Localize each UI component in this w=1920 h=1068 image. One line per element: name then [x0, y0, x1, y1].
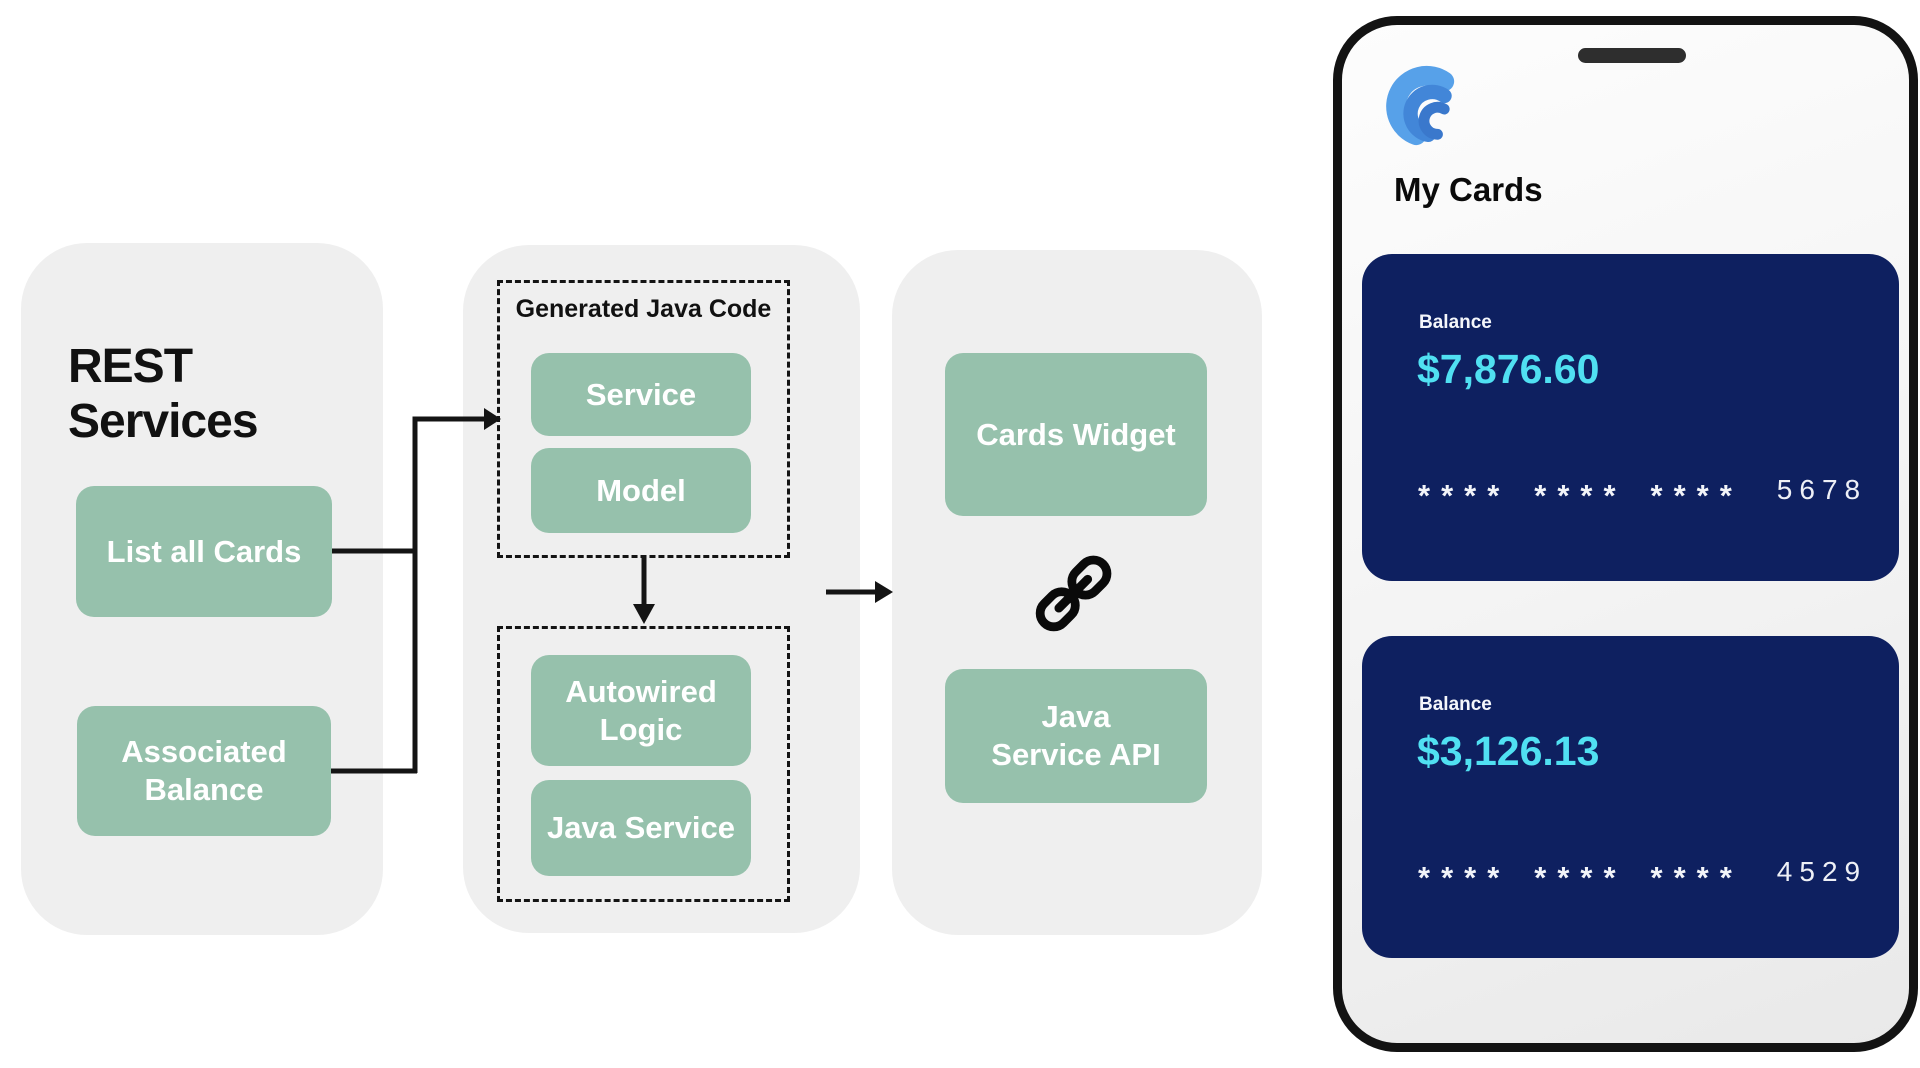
node-cards-widget-label: Cards Widget	[976, 416, 1176, 452]
node-list-all-cards-label: List all Cards	[106, 533, 302, 569]
rest-services-panel: REST Services List all Cards Associated …	[21, 243, 383, 935]
card-2-last-digits: 4529	[1776, 856, 1868, 887]
generated-java-code-group: Generated Java Code Service Model	[497, 280, 790, 558]
codegen-panel: Generated Java Code Service Model Autowi…	[463, 245, 860, 933]
card-2-mask-group-2: ****	[1534, 860, 1627, 895]
node-autowired-logic: Autowired Logic	[531, 655, 751, 766]
card-2-mask-group-1: ****	[1418, 860, 1511, 895]
phone-mockup: My Cards Balance $7,876.60 **** **** ***…	[1333, 16, 1918, 1052]
card-2-number: **** **** **** 4529	[1418, 854, 1868, 895]
node-service-label: Service	[585, 376, 697, 412]
node-java-service-api: Java Service API	[945, 669, 1207, 803]
bank-card-1[interactable]: Balance $7,876.60 **** **** **** 5678	[1362, 254, 1899, 581]
app-title: My Cards	[1394, 171, 1543, 208]
card-1-mask-group-3: ****	[1650, 478, 1743, 513]
node-java-service-api-label: Java Service API	[991, 699, 1161, 772]
node-list-all-cards: List all Cards	[76, 486, 332, 617]
phone-notch	[1578, 48, 1686, 63]
rest-services-title: REST Services	[68, 340, 259, 448]
arrowhead-into-widget	[875, 581, 893, 603]
wave-logo-icon	[1386, 65, 1455, 146]
node-autowired-logic-label: Autowired Logic	[565, 673, 717, 747]
node-service: Service	[531, 353, 751, 436]
bank-card-2[interactable]: Balance $3,126.13 **** **** **** 4529	[1362, 636, 1899, 958]
node-cards-widget: Cards Widget	[945, 353, 1207, 516]
card-1-number: **** **** **** 5678	[1418, 472, 1868, 513]
node-associated-balance: Associated Balance	[77, 706, 331, 836]
node-associated-balance-label: Associated Balance	[121, 734, 287, 807]
card-1-mask-group-2: ****	[1534, 478, 1627, 513]
card-1-mask-group-1: ****	[1418, 478, 1511, 513]
node-java-service: Java Service	[531, 780, 751, 876]
card-2-balance-amount: $3,126.13	[1417, 728, 1600, 774]
node-model-label: Model	[596, 472, 686, 508]
card-1-last-digits: 5678	[1776, 474, 1868, 505]
card-2-balance-label: Balance	[1419, 694, 1492, 715]
node-model: Model	[531, 448, 751, 533]
chain-link-icon	[1035, 555, 1112, 632]
generated-java-code-title: Generated Java Code	[515, 295, 772, 323]
card-1-balance-amount: $7,876.60	[1417, 346, 1600, 392]
card-2-mask-group-3: ****	[1650, 860, 1743, 895]
runtime-group: Autowired Logic Java Service	[497, 626, 790, 902]
widget-panel: Cards Widget Java Service API	[892, 250, 1262, 935]
card-1-balance-label: Balance	[1419, 312, 1492, 333]
node-java-service-label: Java Service	[547, 810, 735, 846]
